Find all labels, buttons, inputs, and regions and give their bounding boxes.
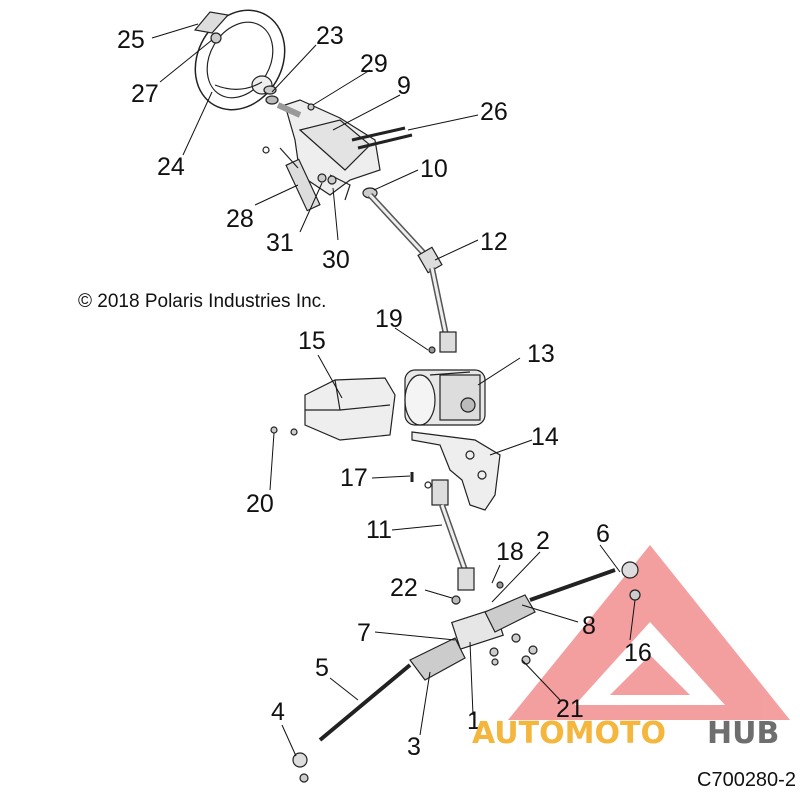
steering-wheel [194,9,286,111]
callout-22: 22 [390,574,418,602]
tilt-bracket [276,99,381,201]
callout-7: 7 [357,619,371,647]
callout-31: 31 [266,229,294,257]
leader-lines [151,23,636,757]
callout-30: 30 [322,246,350,274]
callout-4: 4 [271,698,285,726]
eps-unit [404,369,486,426]
eps-cover [304,377,396,441]
callout-20: 20 [246,490,274,518]
callout-14: 14 [531,423,559,451]
watermark-brand-part1: AUTOMOTO [472,716,666,751]
callout-16: 16 [624,639,652,667]
callout-24: 24 [157,153,185,181]
callout-11: 11 [366,516,392,544]
lower-shaft [431,479,475,591]
gas-spring [262,146,321,212]
callout-15: 15 [298,327,326,355]
callout-21: 21 [556,695,584,723]
callout-23: 23 [316,22,344,50]
callout-12: 12 [480,228,508,256]
steering-rack [292,561,641,783]
watermark-triangle [508,545,790,720]
diagram-code: C700280-2 [697,769,796,791]
callout-27: 27 [131,80,159,108]
callout-5: 5 [315,654,329,682]
callout-8: 8 [582,612,596,640]
callout-2: 2 [536,527,550,555]
callout-18: 18 [496,538,524,566]
wheel-badge [193,11,230,34]
copyright-notice: © 2018 Polaris Industries Inc. [78,291,327,312]
mount-bracket [411,431,501,511]
callout-13: 13 [527,340,555,368]
wheel-nut [210,32,222,44]
upper-shaft [367,192,457,353]
watermark-brand-part2: HUB [707,716,780,751]
callout-1: 1 [467,707,481,735]
callout-29: 29 [360,50,388,78]
callout-25: 25 [117,26,145,54]
callout-17: 17 [340,464,368,492]
callout-6: 6 [596,520,610,548]
callout-9: 9 [397,72,411,100]
callout-26: 26 [480,98,508,126]
callout-3: 3 [407,733,421,761]
callout-19: 19 [375,305,403,333]
callout-10: 10 [420,155,448,183]
callout-28: 28 [226,205,254,233]
